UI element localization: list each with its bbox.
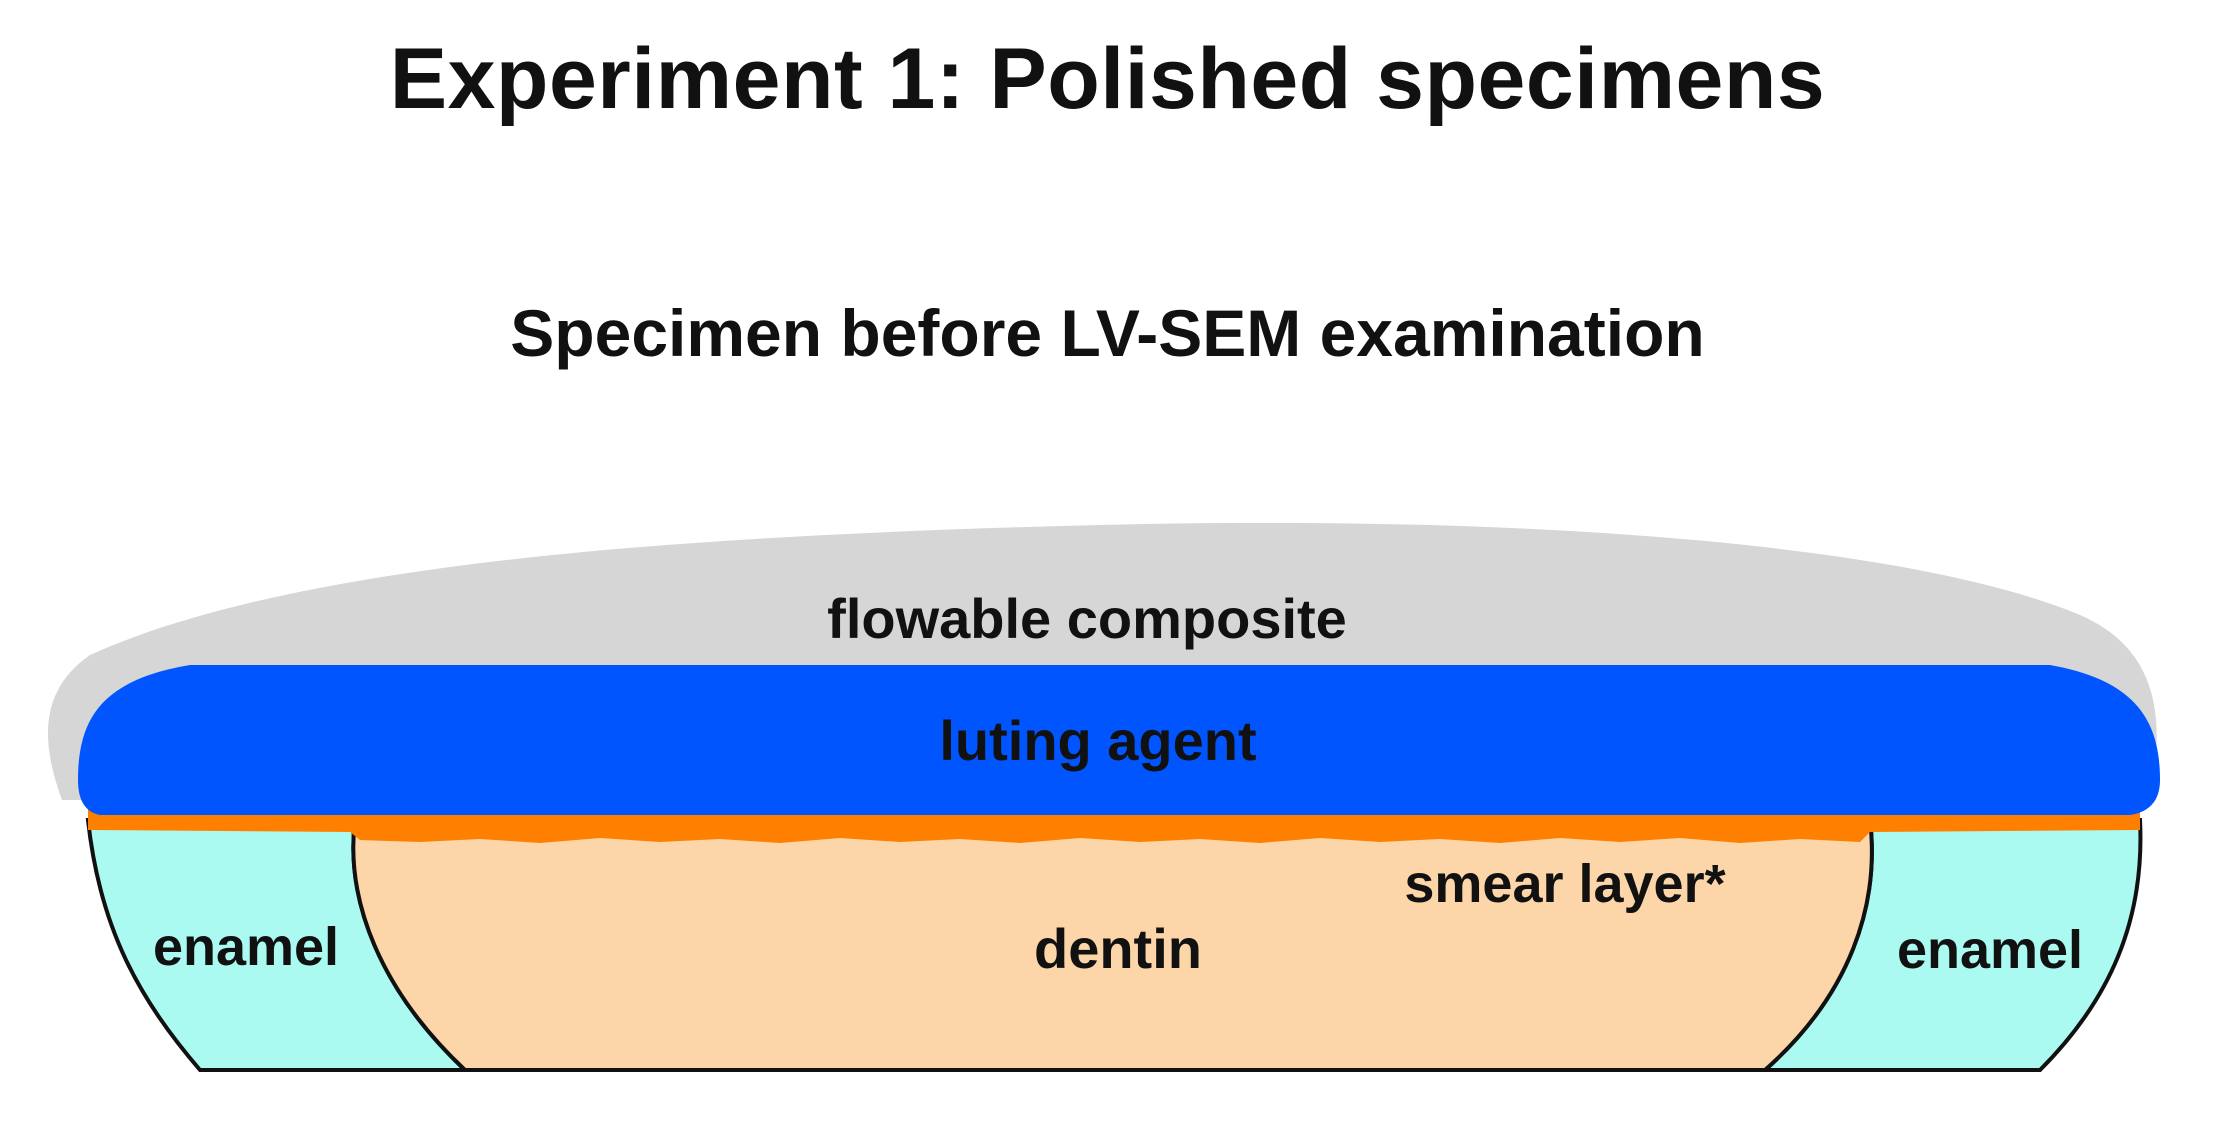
- diagram-subtitle: Specimen before LV-SEM examination: [510, 296, 1705, 370]
- enamel-left-label: enamel: [153, 917, 339, 977]
- smear-layer-band: [88, 808, 2140, 843]
- luting-agent-label: luting agent: [939, 709, 1256, 772]
- dentin-region: [351, 818, 1874, 1072]
- dentin-label: dentin: [1034, 917, 1202, 980]
- enamel-right-label: enamel: [1897, 920, 2083, 980]
- diagram-title: Experiment 1: Polished specimens: [389, 31, 1826, 127]
- flowable-composite-label: flowable composite: [827, 587, 1347, 650]
- luting-agent-layer: [78, 665, 2160, 815]
- smear-layer-label: smear layer*: [1404, 854, 1725, 914]
